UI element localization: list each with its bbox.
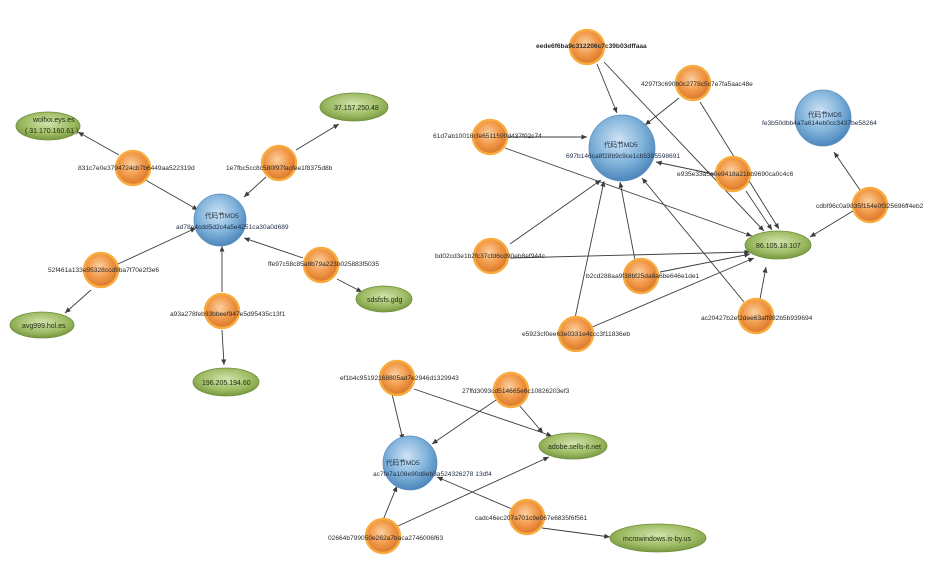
family-node[interactable]: 代码节MD5 ad78e4cdd5d2c4a5e4251ca30a0d689 — [176, 193, 289, 247]
domain-node-label: adobe.sells-it.net — [548, 444, 601, 451]
edge — [659, 252, 751, 273]
domain-node-label: avg999.hol.es — [22, 323, 66, 330]
hash-node[interactable]: 1e7fbc5cc8c580f97facfee1f8375d8b — [226, 144, 333, 182]
edge — [141, 177, 199, 211]
hash-node[interactable]: ac20427b2ef2dee63aff982b5b939694 — [701, 297, 813, 335]
hash-label: bd02cd3e1b2fc37cfd6cd90eb8ef944c — [435, 253, 546, 260]
hash-label: 831c7e0e3794724cb7b6449aa522319d — [78, 165, 195, 172]
domain-node[interactable]: mcrowindows.is-by.us — [609, 523, 707, 553]
family-node-title: 代码节MD5 — [386, 458, 420, 467]
hash-label: ac20427b2ef2dee63aff982b5b939694 — [701, 315, 813, 322]
edge — [295, 123, 340, 151]
edge — [518, 404, 544, 434]
hash-label: ef1b4c95192168805ad7e2946d1329943 — [340, 375, 459, 382]
hash-label: cadc46ec207a701c9e067e6835f6f561 — [475, 515, 588, 522]
hash-label: 1e7fbc5cc8c580f97facfee1f8375d8b — [226, 165, 333, 172]
edge — [436, 476, 513, 510]
hash-label: 61d7ab10018cfe6511590d437f02c74 — [433, 133, 542, 140]
family-node-hash: ad78e4cdd5d2c4a5e4251ca30a0d689 — [176, 224, 289, 231]
edge — [618, 181, 636, 261]
family-node-title: 代码节MD5 — [604, 140, 638, 149]
family-node[interactable]: 代码节MD5 697b146ca8f28b9c9ce1cb5395598691 — [566, 114, 680, 182]
hash-label: e5923cf0ee63e0331e4ccc3f11836eb — [522, 331, 630, 338]
hash-label: 4297f3c690b0c2778c5c7e7fa5aac48e — [641, 81, 753, 88]
hash-label: e935e33a5a0e9418a21bb9690ca0c4c6 — [677, 171, 794, 178]
domain-node[interactable]: 196.205.194.60 — [192, 367, 260, 397]
domain-node-label: 37.157.250.48 — [334, 105, 379, 112]
hash-node[interactable]: bd02cd3e1b2fc37cfd6cd90eb8ef944c — [435, 237, 546, 275]
edge — [391, 393, 405, 441]
hash-label: cdbf96c0a9835f154e0f325696ff4eb2 — [816, 203, 924, 210]
edge — [382, 485, 398, 521]
hash-node[interactable]: cadc46ec207a701c9e067e6835f6f561 — [475, 498, 588, 536]
edge — [336, 278, 363, 293]
hash-label: 52f461a133e95328ccd9ba7f70e2f3e6 — [48, 267, 159, 274]
edge — [117, 227, 197, 265]
domain-node[interactable]: 86.105.18.107 — [744, 230, 812, 260]
edge — [574, 180, 606, 319]
family-node[interactable]: 代码节MD5 ac7fe7a108e90d8eb3a524326278 13df… — [373, 435, 492, 491]
edge — [603, 61, 765, 232]
edge — [541, 527, 611, 539]
hash-node[interactable]: 27ffd3093cd514665e6c10826203ef3 — [462, 371, 570, 409]
hash-label: eede6f6ba9c312206c7c39b03dffaaa — [536, 43, 647, 50]
edge — [809, 210, 854, 238]
domain-node-label: sdsfsfs.gdg — [367, 297, 403, 304]
hash-label: 02664b799050e262a7baca2746006f63 — [328, 535, 443, 542]
edge — [833, 151, 861, 191]
hash-label: ffe97c58c85a8b79a223b025883f5035 — [268, 261, 379, 268]
edge — [589, 257, 755, 329]
edge — [64, 289, 92, 314]
family-node-hash: ac7fe7a108e90d8eb3a524326278 13df4 — [373, 471, 492, 478]
domain-node-label: wolfxx.eys.es — [32, 117, 75, 124]
edge — [644, 97, 680, 126]
edge — [509, 249, 751, 259]
domain-node[interactable]: wolfxx.eys.es ( 31.170.160.61 ) — [15, 111, 81, 141]
hash-node[interactable]: 52f461a133e95328ccd9ba7f70e2f3e6 — [48, 251, 159, 289]
family-node-hash: fe3b50dbb4a7a614eb0cc3437be58264 — [762, 120, 877, 127]
family-node-hash: 697b146ca8f28b9c9ce1cb5395598691 — [566, 153, 680, 160]
hash-node[interactable]: 02664b799050e262a7baca2746006f63 — [328, 517, 443, 555]
hash-node[interactable]: eede6f6ba9c312206c7c39b03dffaaa — [536, 28, 647, 66]
family-node-title: 代码节MD5 — [205, 211, 239, 220]
hash-node[interactable]: 831c7e0e3794724cb7b6449aa522319d — [78, 149, 195, 187]
hash-node[interactable]: e935e33a5a0e9418a21bb9690ca0c4c6 — [677, 155, 794, 193]
domain-node-label: 86.105.18.107 — [756, 243, 801, 250]
edge — [77, 131, 120, 156]
domain-node[interactable]: adobe.sells-it.net — [538, 432, 608, 460]
edge — [655, 160, 719, 176]
hash-label: 27ffd3093cd514665e6c10826203ef3 — [462, 388, 570, 395]
edge — [413, 388, 553, 437]
edge — [596, 63, 618, 114]
edge — [504, 147, 753, 237]
domain-node-label: mcrowindows.is-by.us — [623, 536, 691, 543]
edge — [221, 329, 227, 366]
hash-node[interactable]: a93a278feb93bbeef947e5d95435c13f1 — [170, 292, 285, 330]
edge — [745, 190, 773, 231]
hash-label: a93a278feb93bbeef947e5d95435c13f1 — [170, 311, 285, 318]
family-node-title: 代码节MD5 — [808, 110, 842, 119]
hash-node[interactable]: b2cd288aa9f38bf25da8a6be646e1de1 — [586, 257, 700, 295]
edge — [397, 456, 550, 527]
hash-node[interactable]: e5923cf0ee63e0331e4ccc3f11836eb — [522, 315, 630, 353]
hash-node[interactable]: cdbf96c0a9835f154e0f325696ff4eb2 — [816, 186, 924, 224]
domain-node[interactable]: avg999.hol.es — [9, 311, 75, 339]
domain-node-label: ( 31.170.160.61 ) — [25, 128, 78, 135]
edge — [431, 399, 497, 445]
edge — [243, 237, 304, 259]
family-node[interactable]: 代码节MD5 fe3b50dbb4a7a614eb0cc3437be58264 — [762, 89, 877, 147]
hash-node[interactable]: 61d7ab10018cfe6511590d437f02c74 — [433, 118, 542, 156]
domain-node-label: 196.205.194.60 — [202, 380, 251, 387]
domain-node[interactable]: 37.157.250.48 — [319, 92, 389, 122]
hash-node[interactable]: ffe97c58c85a8b79a223b025883f5035 — [268, 246, 379, 284]
domain-node[interactable]: sdsfsfs.gdg — [355, 285, 413, 313]
edge — [641, 177, 745, 303]
edge — [243, 176, 267, 198]
edge — [759, 266, 768, 300]
hash-node[interactable]: ef1b4c95192168805ad7e2946d1329943 — [340, 359, 459, 397]
hash-label: b2cd288aa9f38bf25da8a6be646e1de1 — [586, 273, 700, 280]
hash-node[interactable]: 4297f3c690b0c2778c5c7e7fa5aac48e — [641, 64, 753, 102]
edge — [509, 179, 602, 245]
